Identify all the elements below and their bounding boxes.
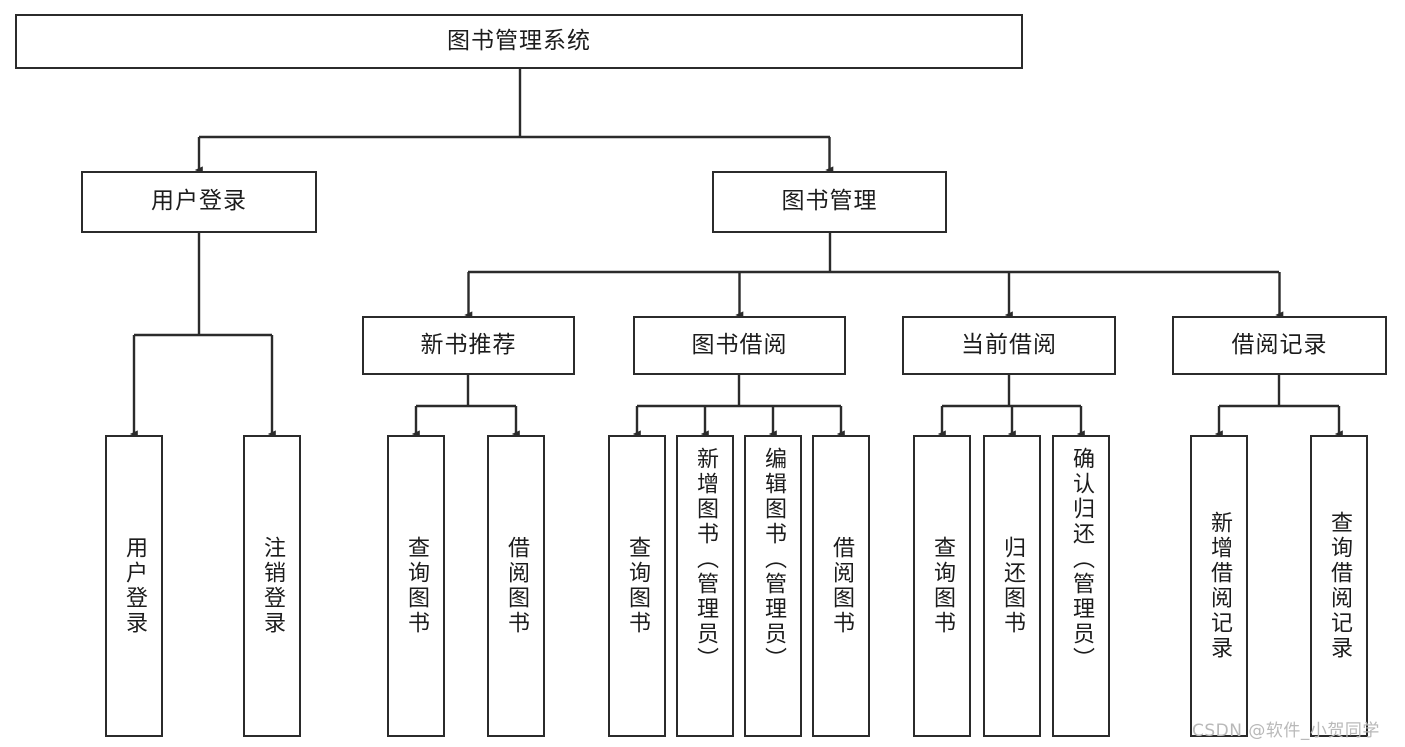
node-label: 查询借阅记录: [1326, 511, 1352, 661]
node-label: 查询图书: [403, 536, 429, 636]
node-label: 注销登录: [259, 536, 285, 636]
node-label: 查询图书: [929, 536, 955, 636]
watermark-text: CSDN @软件_小贺同学: [1192, 721, 1380, 741]
leaf-add-borrowing-record[interactable]: 新增借阅记录: [1190, 435, 1248, 737]
leaf-query-books-current[interactable]: 查询图书: [913, 435, 971, 737]
leaf-logout[interactable]: 注销登录: [243, 435, 301, 737]
node-label: 图书借阅: [691, 331, 788, 358]
leaf-borrow-books-recommend[interactable]: 借阅图书: [487, 435, 545, 737]
leaf-query-borrowing-record[interactable]: 查询借阅记录: [1310, 435, 1368, 737]
node-label: 借阅图书: [503, 536, 529, 636]
leaf-query-books-recommend[interactable]: 查询图书: [387, 435, 445, 737]
leaf-edit-book-admin[interactable]: 编辑图书（管理员）: [744, 435, 802, 737]
node-label: 借阅记录: [1231, 331, 1328, 358]
node-book-borrowing[interactable]: 图书借阅: [633, 316, 846, 375]
node-label: 图书管理系统: [447, 27, 591, 54]
node-label: 借阅图书: [828, 536, 854, 636]
node-label: 新增借阅记录: [1206, 511, 1232, 661]
node-label: 确认归还（管理员）: [1068, 447, 1094, 672]
node-borrowing-records[interactable]: 借阅记录: [1172, 316, 1387, 375]
node-label: 当前借阅: [961, 331, 1057, 358]
edge-group: [129, 69, 1343, 438]
leaf-borrow-book[interactable]: 借阅图书: [812, 435, 870, 737]
node-label: 图书管理: [781, 188, 878, 215]
node-book-management[interactable]: 图书管理: [712, 171, 947, 233]
node-current-borrowing[interactable]: 当前借阅: [902, 316, 1116, 375]
leaf-query-books-borrowing[interactable]: 查询图书: [608, 435, 666, 737]
node-label: 编辑图书（管理员）: [760, 447, 786, 672]
node-label: 用户登录: [151, 188, 247, 215]
node-book-management-system[interactable]: 图书管理系统: [15, 14, 1023, 69]
node-label: 查询图书: [624, 536, 650, 636]
leaf-confirm-return-admin[interactable]: 确认归还（管理员）: [1052, 435, 1110, 737]
leaf-return-book[interactable]: 归还图书: [983, 435, 1041, 737]
node-new-book-recommendation[interactable]: 新书推荐: [362, 316, 575, 375]
leaf-add-book-admin[interactable]: 新增图书（管理员）: [676, 435, 734, 737]
node-label: 归还图书: [999, 536, 1025, 636]
node-label: 新增图书（管理员）: [692, 447, 718, 672]
node-user-login[interactable]: 用户登录: [81, 171, 317, 233]
node-label: 用户登录: [121, 536, 147, 636]
leaf-user-login[interactable]: 用户登录: [105, 435, 163, 737]
node-label: 新书推荐: [420, 331, 517, 358]
